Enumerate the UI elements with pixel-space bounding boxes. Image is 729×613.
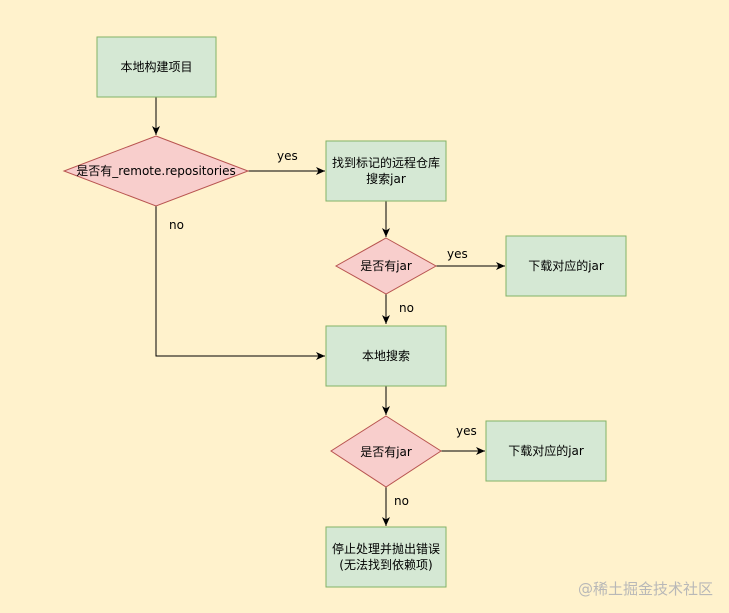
process-box-build-project — [96, 36, 217, 98]
edge-label-no-2: no — [399, 301, 414, 315]
decision-diamond-jar-local — [330, 415, 442, 488]
edge-label-yes-3: yes — [456, 424, 477, 438]
edge-remote-check-no — [155, 206, 325, 360]
watermark: @稀土掘金技术社区 — [577, 580, 713, 598]
download-jar-2-label: 下载对应的jar — [508, 444, 584, 458]
edge-label-no-1: no — [169, 218, 184, 232]
remote-repositories-question: 是否有_remote.repositories — [76, 164, 236, 178]
stop-error-label: 停止处理并抛出错误 (无法找到依赖项) — [331, 542, 440, 572]
edges — [152, 97, 505, 526]
edge-label-yes-2: yes — [447, 247, 468, 261]
process-box-stop-error — [325, 526, 447, 588]
find-remote-repo-label: 找到标记的远程仓库 搜索jar — [331, 156, 440, 186]
decision-diamond-jar-remote — [334, 237, 438, 295]
edge-label-yes-1: yes — [277, 149, 298, 163]
process-box-find-remote-repo — [325, 140, 447, 202]
local-search-label: 本地搜索 — [361, 349, 410, 363]
download-jar-1-label: 下载对应的jar — [528, 259, 604, 273]
jar-local-question: 是否有jar — [360, 444, 412, 459]
jar-remote-question: 是否有jar — [360, 259, 412, 273]
build-project-label: 本地构建项目 — [120, 60, 193, 74]
process-box-local-search — [325, 325, 447, 387]
decision-diamond-remote-repositories — [62, 135, 250, 207]
edge-label-no-3: no — [394, 494, 409, 508]
process-box-download-jar-1 — [505, 235, 627, 297]
process-box-download-jar-2 — [485, 420, 607, 482]
